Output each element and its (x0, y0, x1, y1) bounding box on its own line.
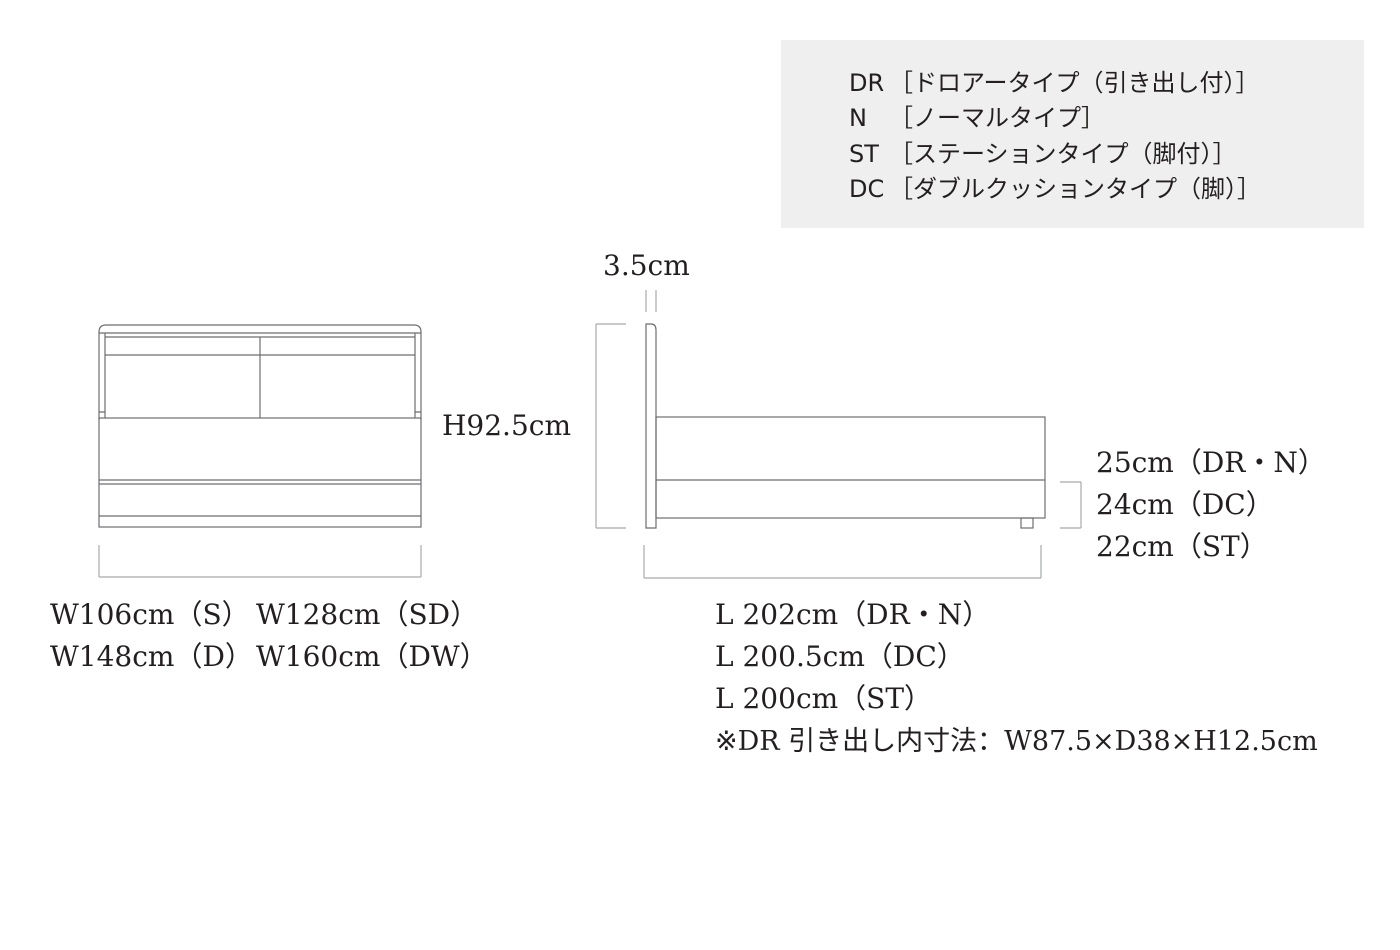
legend-code: N (849, 104, 867, 132)
height-dimension (595, 323, 626, 529)
length-label-st: L 200cm（ST） (715, 682, 933, 715)
front-headboard-base-left (99, 411, 106, 418)
width-label-dw: W160cm（DW） (256, 640, 488, 673)
width-row-1: W106cm（S）W128cm（SD） (50, 598, 478, 632)
legend-item-n: N ［ノーマルタイプ］ (849, 103, 1105, 133)
drawer-inner-size-note: ※DR 引き出し内寸法：W87.5×D38×H12.5cm (715, 726, 1318, 757)
length-label-dr-n: L 202cm（DR・N） (715, 598, 991, 631)
side-headboard (645, 323, 657, 529)
side-frame (655, 416, 1046, 519)
legend-code: DC (849, 175, 885, 203)
legend-item-dc: DC［ダブルクッションタイプ（脚）］ (849, 174, 1261, 204)
legend-item-dr: DR［ドロアータイプ（引き出し付）］ (849, 68, 1260, 98)
frame-height-label-dc: 24cm（DC） (1096, 488, 1274, 521)
legend-desc: ［ノーマルタイプ］ (889, 104, 1105, 132)
width-label-s: W106cm（S） (50, 598, 250, 631)
legend-desc: ［ドロアータイプ（引き出し付）］ (889, 69, 1260, 97)
width-label-d: W148cm（D） (50, 640, 253, 673)
frame-height-label-st: 22cm（ST） (1096, 530, 1268, 563)
type-legend: DR［ドロアータイプ（引き出し付）］ N ［ノーマルタイプ］ ST ［ステーションタ… (781, 40, 1364, 228)
legend-desc: ［ダブルクッションタイプ（脚）］ (889, 175, 1261, 203)
width-dimension (98, 545, 422, 578)
headboard-thickness-label: 3.5cm (603, 249, 690, 282)
legend-desc: ［ステーションタイプ（脚付）］ (889, 140, 1237, 168)
legend-code: ST (849, 140, 879, 168)
length-label-dc: L 200.5cm（DC） (715, 640, 965, 673)
front-frame (98, 417, 422, 528)
side-view (645, 323, 1046, 529)
thickness-dimension (645, 290, 657, 312)
width-label-sd: W128cm（SD） (256, 598, 479, 631)
legend-code: DR (849, 69, 885, 97)
frame-height-dimension (1060, 481, 1082, 529)
length-dimension (643, 545, 1042, 579)
width-row-2: W148cm（D）W160cm（DW） (50, 640, 488, 674)
front-headboard-base-right (414, 411, 421, 418)
frame-height-label-dr-n: 25cm（DR・N） (1096, 446, 1326, 479)
side-leg (1020, 517, 1034, 529)
legend-item-st: ST ［ステーションタイプ（脚付）］ (849, 139, 1237, 169)
height-label: H92.5cm (442, 409, 571, 442)
front-view (98, 324, 422, 528)
front-headboard (98, 324, 422, 420)
